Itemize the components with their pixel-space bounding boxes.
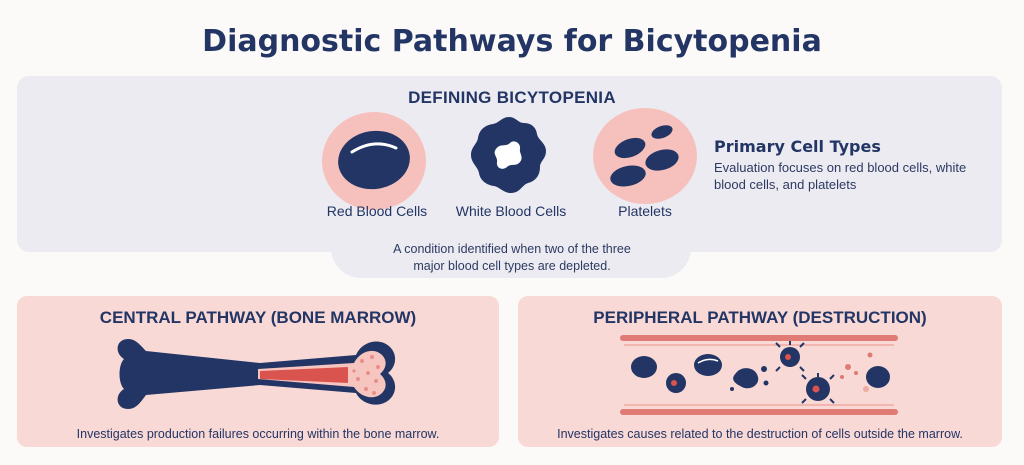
white-blood-cell-icon [471,117,546,193]
peripheral-pathway-description: Investigates causes related to the destr… [557,427,963,441]
central-pathway-heading: CENTRAL PATHWAY (BONE MARROW) [99,308,417,327]
platelets-backdrop [593,108,697,204]
defining-panel-tab [331,220,691,278]
peripheral-pathway-panel [518,296,1002,447]
page-title: Diagnostic Pathways for Bicytopenia [202,24,822,59]
peripheral-pathway-heading: PERIPHERAL PATHWAY (DESTRUCTION) [593,308,927,327]
platelets-icon [610,125,679,187]
bicytopenia-definition: A condition identified when two of the t… [393,242,631,273]
primary-cell-types-title: Primary Cell Types [714,137,881,156]
red-blood-cell-icon [338,130,410,190]
platelets-label: Platelets [618,203,672,219]
red-blood-cells-label: Red Blood Cells [326,203,428,219]
bone-icon [117,339,396,409]
white-blood-cells-label: White Blood Cells [455,203,567,219]
blood-vessel-icon [620,335,898,415]
defining-heading: DEFINING BICYTOPENIA [408,88,616,107]
primary-cell-types-description: Evaluation focuses on red blood cells, w… [714,160,967,192]
central-pathway-description: Investigates production failures occurri… [76,427,440,441]
